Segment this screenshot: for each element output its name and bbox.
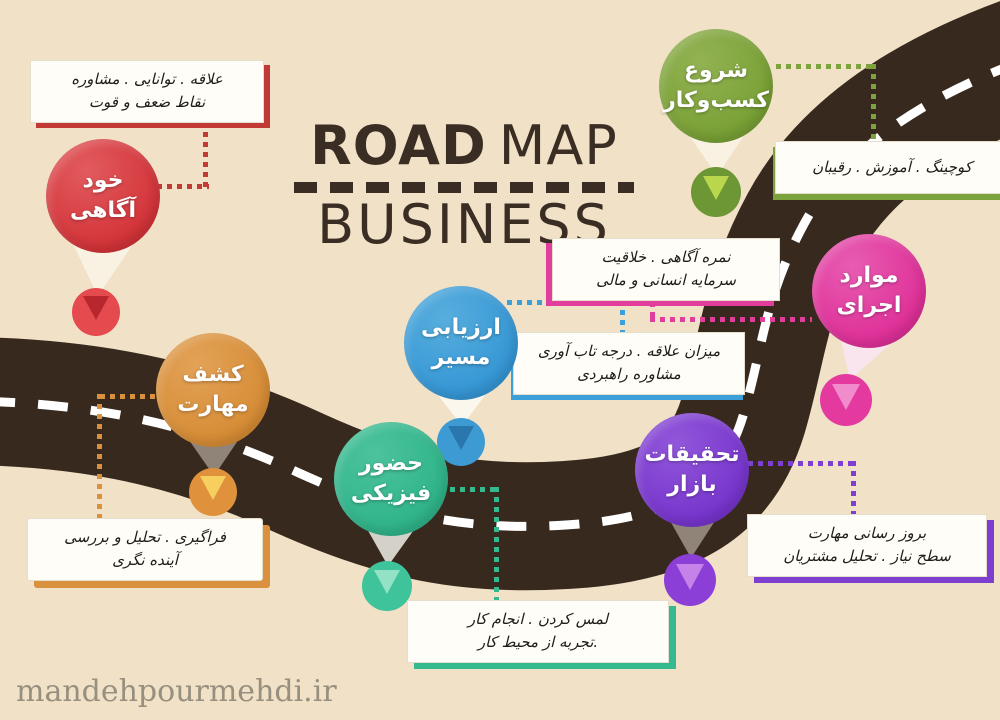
note-execution-items: نمره آگاهی . خلاقیت سرمایه انسانی و مالی [552,238,780,301]
connector-skill-discovery-h [100,394,160,399]
pin-label: مسیر [431,345,491,370]
note-line: سطح نیاز . تحلیل مشتریان [783,547,951,566]
pin-physical-presence: حضور فیزیکی [334,422,448,536]
title-word-map: MAP [498,114,618,177]
watermark-site-url: mandehpourmehdi.ir [16,674,337,709]
pin-label: اجرای [836,293,902,318]
pin-skill-discovery: کشف مهارت [156,333,270,447]
connector-business-start-h [776,64,876,69]
note-skill-discovery: فراگیری . تحلیل و بررسی آینده نگری [27,518,263,581]
note-line: .تجربه از محیط کار [477,633,599,652]
pin-execution-items: موارد اجرای [812,234,926,348]
note-line: بروز رسانی مهارت [807,524,927,542]
pin-label: فیزیکی [350,481,432,506]
note-self-awareness: علاقه . توانایی . مشاوره نقاط ضعف و قوت [30,60,264,123]
note-physical-presence: لمس کردن . انجام کار .تجربه از محیط کار [407,600,669,663]
note-route-evaluation: میزان علاقه . درجه تاب آوری مشاوره راهبر… [513,332,745,395]
pin-market-research: تحقیقات بازار [635,413,749,527]
note-line: مشاوره راهبردی [577,365,681,384]
note-line: علاقه . توانایی . مشاوره [71,70,223,88]
connector-market-research-h [748,461,856,466]
pin-route-evaluation: ارزیابی مسیر [404,286,518,400]
note-line: میزان علاقه . درجه تاب آوری [537,342,721,360]
pin-label: کشف [182,362,244,388]
pin-cone-execution-items [820,336,899,426]
pin-cone-self-awareness [70,238,137,336]
title-dashed-divider [294,181,634,193]
connector-physical-presence-h [440,487,500,492]
pin-label: ارزیابی [421,315,501,341]
connector-self-awareness-v [203,132,208,188]
connector-self-awareness-h [157,184,209,189]
pin-label: مهارت [177,392,249,417]
connector-business-start-v [871,64,876,140]
connector-route-evaluation-h [507,300,625,305]
note-line: کوچینگ . آموزش . رقیبان [812,158,972,176]
pin-label: شروع [683,58,749,84]
connector-market-research-v [851,461,856,514]
note-line: لمس کردن . انجام کار [467,610,609,628]
pin-label: خود [82,168,124,194]
connector-physical-presence-v [494,487,499,600]
pin-label: آگاهی [69,198,137,223]
connector-execution-items-v [650,302,655,320]
pin-label: حضور [359,451,423,477]
note-line: آینده نگری [112,551,178,570]
connector-route-evaluation-v [620,300,625,332]
connector-skill-discovery-v [97,394,102,518]
connector-execution-items-h [650,317,812,322]
note-line: نقاط ضعف و قوت [88,93,206,112]
note-line: نمره آگاهی . خلاقیت [601,248,731,266]
pin-label: بازار [667,472,717,497]
pin-self-awareness: خود آگاهی [46,139,160,253]
note-line: فراگیری . تحلیل و بررسی [64,528,226,546]
note-business-start: کوچینگ . آموزش . رقیبان [775,141,1000,195]
pin-label: تحقیقات [644,442,740,468]
title-word-road: ROAD [310,114,487,177]
pin-business-start: شروع کسب‌وکار [659,29,773,143]
pin-label: موارد [839,263,899,289]
note-line: سرمایه انسانی و مالی [596,271,736,290]
note-market-research: بروز رسانی مهارت سطح نیاز . تحلیل مشتریا… [747,514,987,577]
pin-label: کسب‌وکار [663,88,769,113]
